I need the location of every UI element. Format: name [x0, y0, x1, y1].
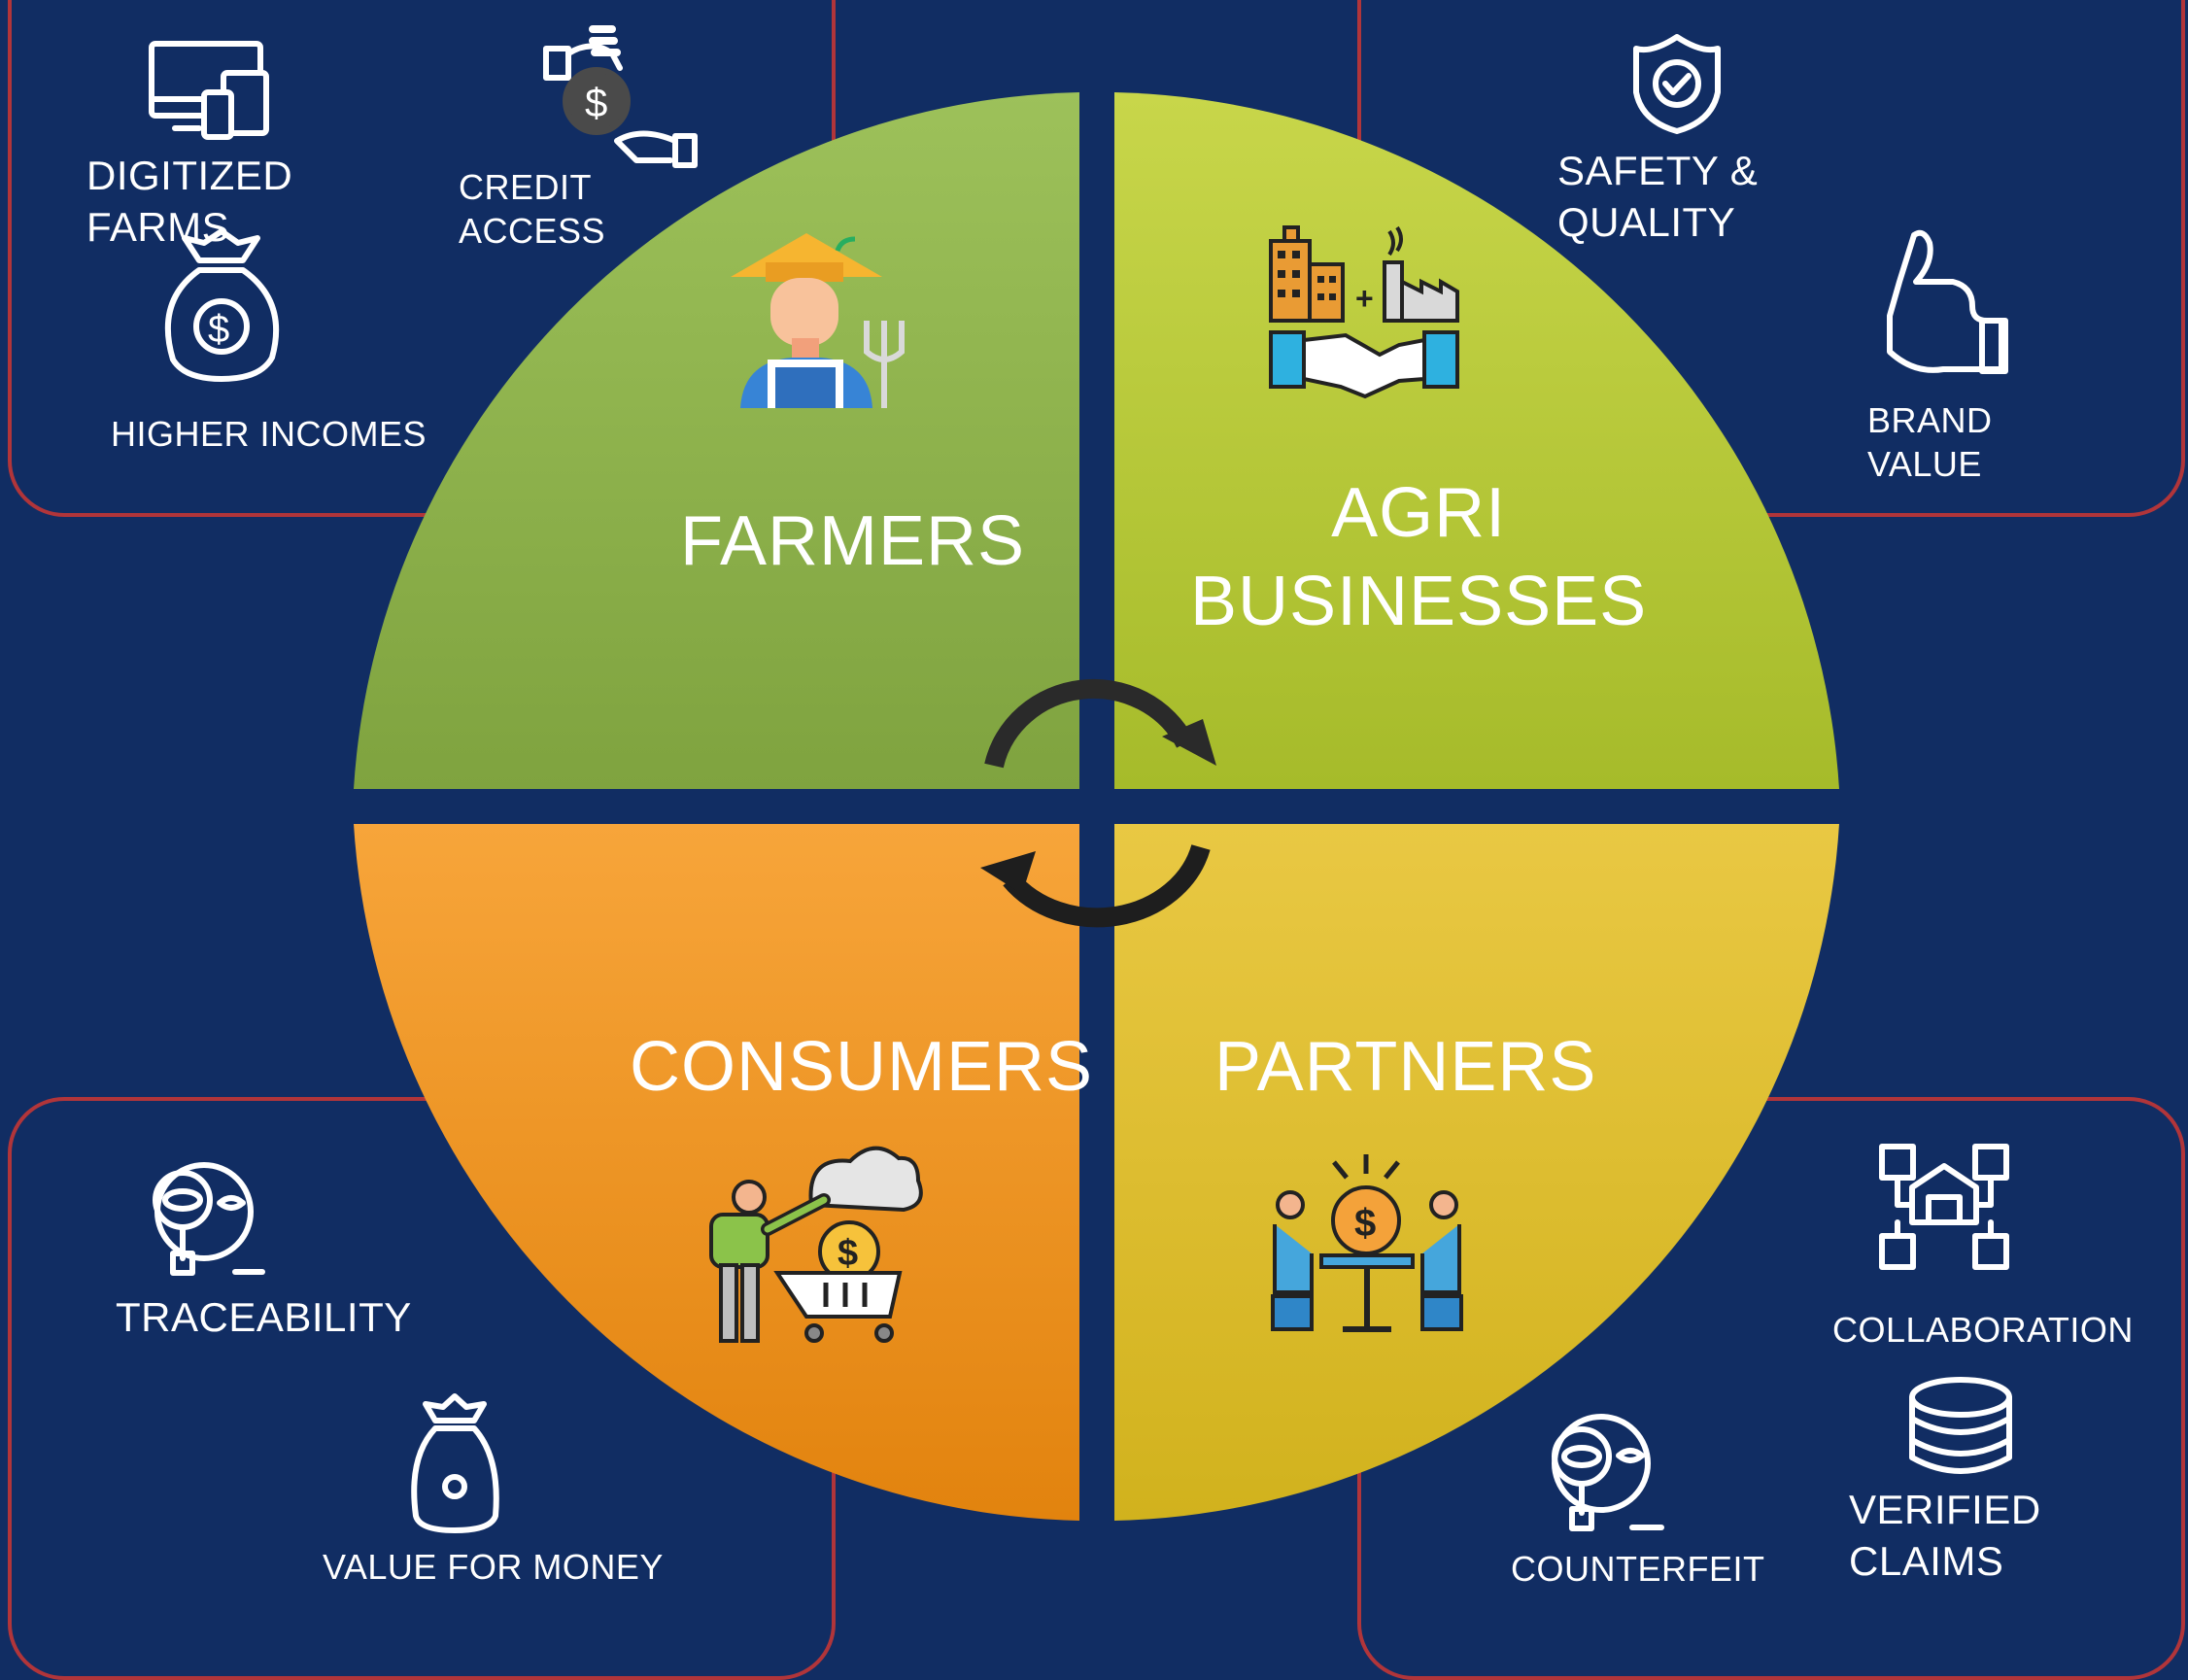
partners-title-text: PARTNERS [1214, 1028, 1597, 1106]
partners-quadrant [1114, 824, 1839, 1521]
cycle-arrow-top-icon [984, 678, 1216, 769]
higher-incomes-label: HIGHER INCOMES [111, 414, 427, 454]
counterfeit-eye-icon [1552, 1414, 1664, 1531]
safety-quality-line1: SAFETY & [1557, 148, 1759, 193]
svg-text:$: $ [838, 1233, 858, 1274]
value-bag-icon [411, 1393, 499, 1533]
money-bag-dollar-icon: $ [208, 308, 229, 351]
verified-claims-label: VERIFIED CLAIMS [1849, 1485, 2041, 1587]
safety-quality-label: SAFETY & QUALITY [1557, 146, 1758, 248]
svg-text:$: $ [1354, 1202, 1376, 1245]
svg-text:+: + [1355, 281, 1374, 316]
digitized-farms-line1: DIGITIZED [86, 153, 293, 198]
brand-value-label: BRAND VALUE [1867, 398, 1993, 486]
collaboration-label: COLLABORATION [1832, 1310, 2134, 1350]
consumers-title-text: CONSUMERS [630, 1028, 1094, 1106]
verified-claims-line2: CLAIMS [1849, 1537, 2004, 1584]
warehouse-network-icon [1879, 1144, 2009, 1270]
farmer-icon [731, 233, 905, 408]
traceability-eye-icon [153, 1162, 265, 1276]
agri-title-line1: AGRI [1331, 474, 1507, 552]
database-icon [1909, 1377, 2012, 1474]
thumbs-up-icon [1887, 229, 2008, 374]
partners-meeting-icon: $ [1271, 1154, 1463, 1332]
money-bag-icon [164, 228, 280, 382]
shopper-icon: $ [709, 1146, 923, 1343]
counterfeit-label: COUNTERFEIT [1511, 1549, 1765, 1589]
partners-title: PARTNERS [1214, 1023, 1596, 1112]
consumers-quadrant [354, 824, 1079, 1521]
business-handshake-icon: + [1269, 225, 1459, 399]
credit-access-line1: CREDIT [459, 167, 592, 207]
credit-access-label: CREDIT ACCESS [459, 165, 605, 253]
agri-businesses-title: AGRI BUSINESSES [1190, 469, 1647, 647]
cycle-arrow-bottom-icon [980, 844, 1211, 928]
shield-check-icon [1633, 34, 1721, 134]
value-for-money-label: VALUE FOR MONEY [323, 1547, 664, 1587]
digitized-farms-line2: FARMS [86, 203, 230, 250]
farmers-title-text: FARMERS [680, 502, 1026, 580]
brand-value-line1: BRAND [1867, 400, 1993, 440]
safety-quality-line2: QUALITY [1557, 198, 1736, 245]
credit-coin-icon [563, 67, 631, 135]
traceability-label: TRACEABILITY [116, 1294, 412, 1340]
stakeholder-circle-diagram: + $ $ [149, 25, 2012, 1533]
credit-dollar-sign-icon: $ [585, 80, 607, 125]
credit-hand-icon [543, 25, 698, 168]
verified-claims-line1: VERIFIED [1849, 1487, 2041, 1532]
farmers-quadrant [354, 92, 1079, 789]
consumers-title: CONSUMERS [630, 1023, 1093, 1112]
agri-title-line2: BUSINESSES [1190, 563, 1648, 641]
farmers-title: FARMERS [680, 497, 1025, 586]
brand-value-line2: VALUE [1867, 444, 1982, 484]
credit-access-line2: ACCESS [459, 211, 606, 251]
digitized-farms-label: DIGITIZED FARMS [86, 151, 292, 253]
devices-icon [149, 41, 269, 140]
